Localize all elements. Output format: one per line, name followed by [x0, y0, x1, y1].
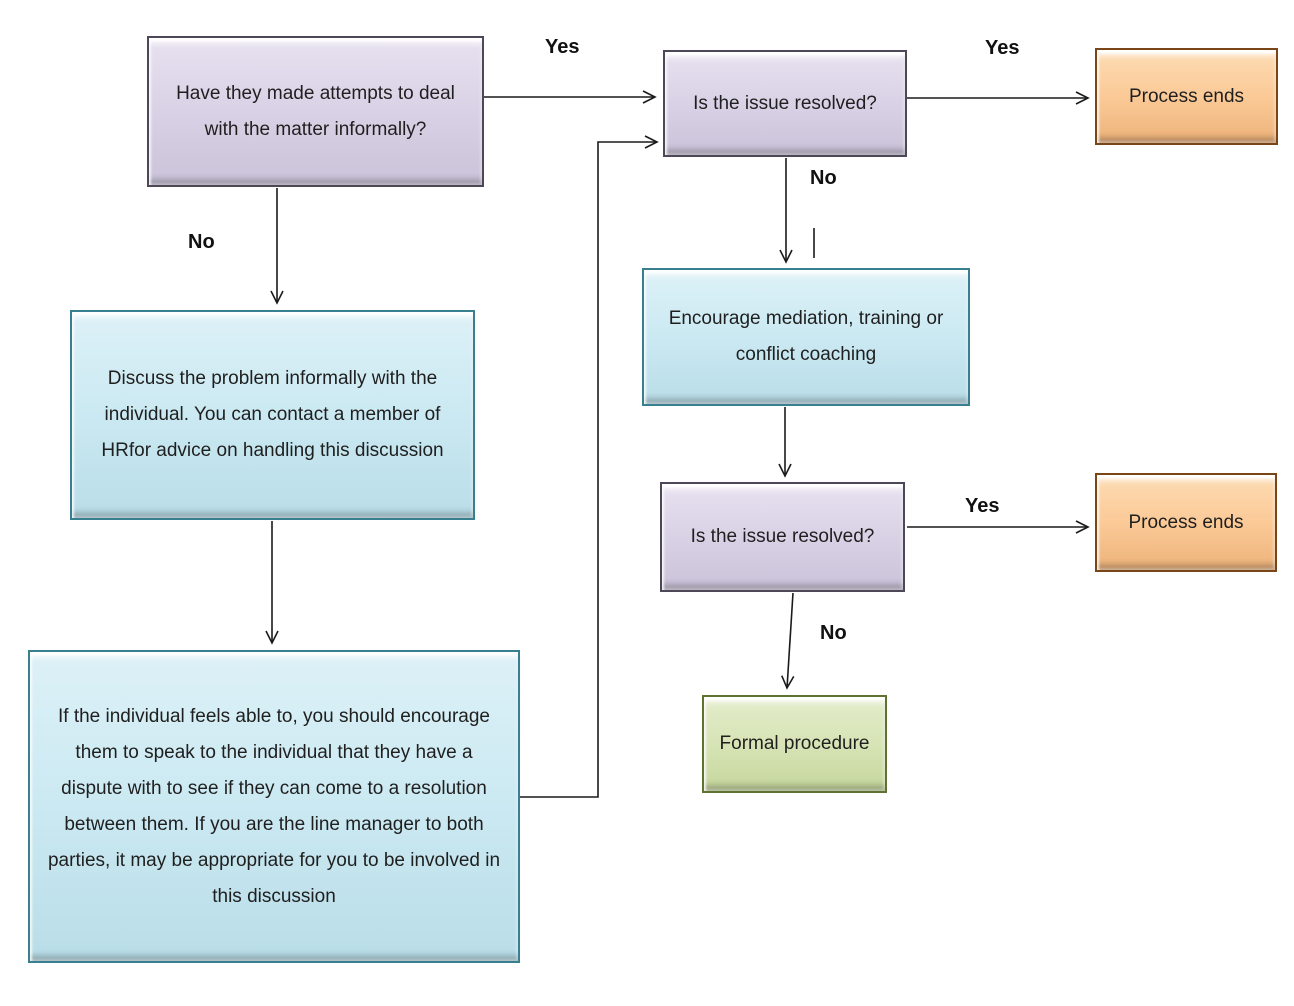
- node-encourage-mediation: Encourage mediation, training or conflic…: [642, 268, 970, 406]
- node-formal-procedure-text: Formal procedure: [719, 733, 870, 754]
- node-formal-procedure: Formal procedure: [702, 695, 887, 793]
- edge-label-yes-1: Yes: [545, 36, 580, 58]
- edge-label-yes-2: Yes: [985, 37, 1020, 59]
- node-process-ends-1: Process ends: [1095, 48, 1278, 145]
- edge-label-no-3: No: [820, 622, 847, 644]
- edge-label-no-2: No: [810, 167, 837, 189]
- node-attempts-informally-text: Have they made attempts to deal with the…: [176, 82, 455, 140]
- edge-label-yes-3: Yes: [965, 495, 1000, 517]
- edge-label-no-1: No: [188, 231, 215, 253]
- node-issue-resolved-1: Is the issue resolved?: [663, 50, 907, 157]
- node-discuss-problem: Discuss the problem informally with the …: [70, 310, 475, 520]
- node-process-ends-2: Process ends: [1095, 473, 1277, 572]
- node-speak-to-individual-text: If the individual feels able to, you sho…: [47, 705, 501, 907]
- node-encourage-mediation-text: Encourage mediation, training or conflic…: [668, 308, 944, 365]
- node-discuss-problem-text: Discuss the problem informally with the …: [101, 368, 444, 461]
- node-process-ends-2-text: Process ends: [1128, 511, 1244, 533]
- node-issue-resolved-2: Is the issue resolved?: [660, 482, 905, 592]
- node-attempts-informally: Have they made attempts to deal with the…: [147, 36, 484, 187]
- arrow-act2-feedback-to-q2: [520, 135, 659, 798]
- node-speak-to-individual: If the individual feels able to, you sho…: [28, 650, 520, 963]
- node-issue-resolved-2-text: Is the issue resolved?: [690, 526, 875, 547]
- arrow-q3-no-to-formal: [781, 592, 795, 690]
- node-process-ends-1-text: Process ends: [1128, 85, 1245, 107]
- node-issue-resolved-1-text: Is the issue resolved?: [693, 92, 877, 114]
